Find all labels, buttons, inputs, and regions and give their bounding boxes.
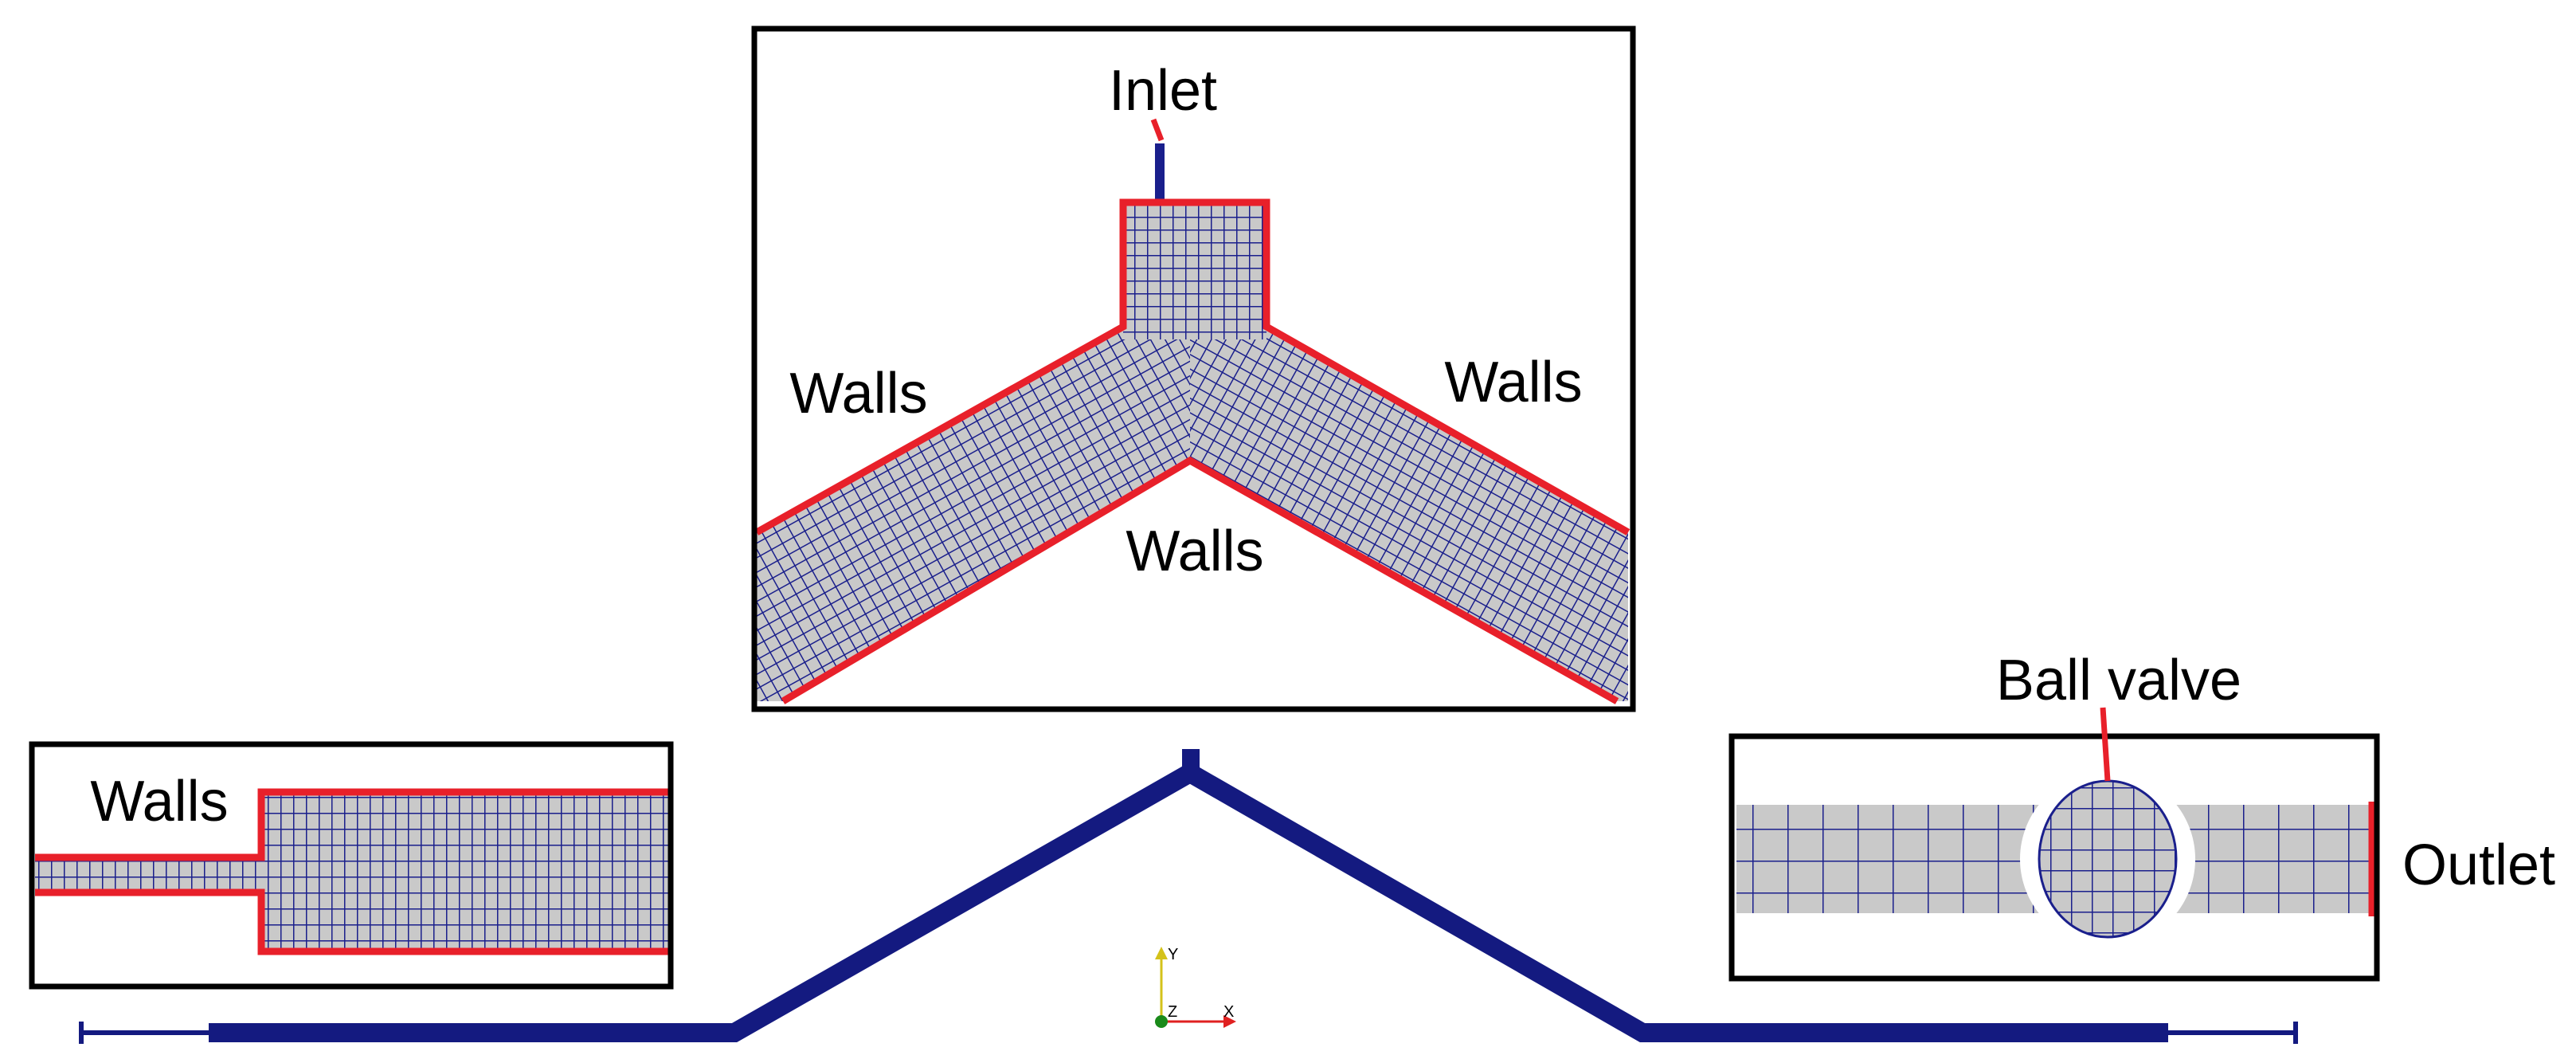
full-domain-pipe [79, 749, 2298, 1044]
narrow-pipe-mesh [35, 857, 263, 892]
y-axis-arrow [1155, 947, 1168, 959]
axis-triad: Y Z X [1155, 946, 1236, 1028]
left-inset-frame [29, 741, 674, 990]
inlet-label: Inlet [1109, 59, 1217, 123]
junction-inset: Inlet Walls Walls Walls [751, 25, 1636, 712]
z-axis-dot [1155, 1015, 1168, 1028]
inlet-leader [1150, 118, 1165, 142]
ball-valve-leader [2100, 707, 2111, 782]
z-axis-label: Z [1168, 1003, 1177, 1021]
y-axis-label: Y [1168, 946, 1178, 963]
walls-left-inset-label: Walls [90, 770, 228, 833]
wide-pipe-mesh [261, 792, 671, 951]
walls-lower-label: Walls [1126, 520, 1263, 583]
wall-outline-left [754, 198, 1631, 535]
ball-valve-label: Ball valve [1996, 649, 2241, 712]
junction-right-branch-mesh [1190, 327, 1628, 701]
right-inset-frame [1728, 733, 2380, 982]
x-axis-label: X [1223, 1003, 1234, 1021]
junction-inlet-stub-mesh [1155, 143, 1165, 204]
x-axis-arrow [1223, 1015, 1236, 1028]
pipe-top-inlet-stub [1182, 749, 1200, 773]
walls-upper-left-label: Walls [789, 362, 927, 426]
wall-outline-lower [781, 456, 1619, 704]
left-inset-wall-bottom [35, 888, 671, 955]
inlet-expansion-inset: Walls [29, 741, 674, 990]
junction-chamber-mesh [1123, 202, 1266, 339]
ball-valve-mesh [2038, 779, 2178, 939]
walls-upper-right-label: Walls [1444, 351, 1582, 414]
left-inset-wall-top [35, 788, 671, 861]
ball-valve-inset: Ball valve Outlet [1728, 649, 2555, 982]
outlet-label: Outlet [2402, 833, 2555, 897]
junction-left-branch-mesh [757, 327, 1190, 701]
junction-inset-frame [751, 25, 1636, 712]
